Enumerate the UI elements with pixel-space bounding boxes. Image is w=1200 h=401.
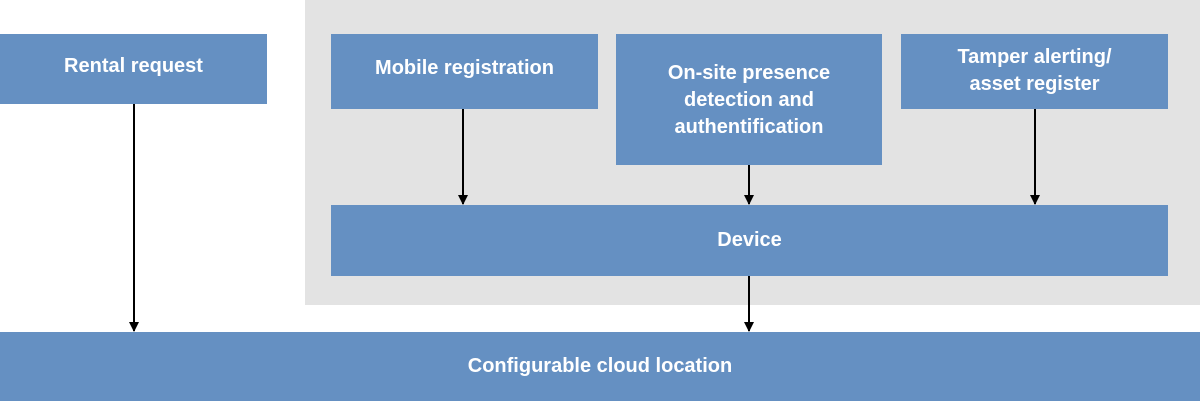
tamper-alerting-box: Tamper alerting/ asset register	[901, 34, 1168, 109]
device-box: Device	[331, 205, 1168, 276]
mobile-registration-label: Mobile registration	[375, 57, 554, 79]
onsite-presence-label: On-site presence detection and authentif…	[667, 62, 831, 138]
mobile-registration-box: Mobile registration	[331, 34, 598, 109]
rental-request-label: Rental request	[64, 54, 203, 77]
device-label: Device	[717, 229, 782, 251]
rental-request-box: Rental request	[0, 34, 267, 104]
tamper-alerting-label: Tamper alerting/ asset register	[957, 45, 1112, 95]
cloud-location-box: Configurable cloud location	[0, 332, 1200, 401]
cloud-location-label: Configurable cloud location	[467, 355, 733, 377]
onsite-presence-box: On-site presence detection and authentif…	[616, 34, 882, 165]
